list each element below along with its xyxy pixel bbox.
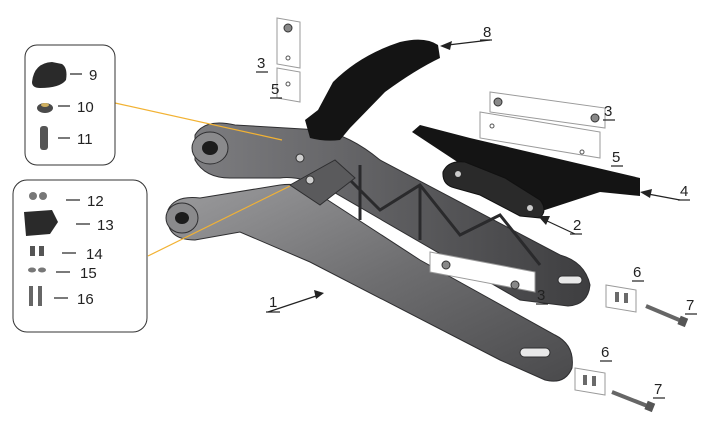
small-nut-icon bbox=[29, 192, 37, 200]
svg-text:9: 9 bbox=[89, 67, 97, 84]
washer-icon bbox=[28, 267, 36, 273]
callout-6-upper: 6 bbox=[632, 264, 644, 282]
callout-4: 4 bbox=[640, 183, 690, 201]
svg-text:12: 12 bbox=[87, 193, 104, 210]
svg-text:7: 7 bbox=[654, 381, 662, 398]
svg-text:6: 6 bbox=[601, 344, 609, 361]
upper-pivot-hole bbox=[202, 141, 218, 155]
fastener-plate-top-right bbox=[479, 91, 606, 159]
svg-text:11: 11 bbox=[77, 131, 93, 148]
axle-bolt-upper bbox=[645, 304, 689, 328]
callout-6-lower: 6 bbox=[600, 344, 612, 362]
leader-inset-bottom bbox=[147, 185, 291, 257]
lower-pivot-hole bbox=[175, 212, 189, 224]
svg-text:6: 6 bbox=[633, 264, 641, 281]
swingarm-frame bbox=[165, 122, 591, 382]
svg-text:4: 4 bbox=[680, 183, 688, 200]
pin-part-icon bbox=[40, 126, 48, 150]
mount-plate-part bbox=[442, 161, 545, 219]
callout-3-top-left: 3 bbox=[256, 55, 268, 73]
callout-3-mid: 3 bbox=[536, 287, 548, 305]
spacer-set-upper bbox=[605, 284, 637, 313]
svg-text:3: 3 bbox=[537, 287, 545, 304]
callout-2: 2 bbox=[538, 216, 582, 235]
inset-box-bottom: 12 13 14 15 16 bbox=[12, 179, 148, 333]
svg-text:14: 14 bbox=[86, 246, 103, 263]
svg-text:10: 10 bbox=[77, 99, 94, 116]
callout-7-lower: 7 bbox=[653, 381, 665, 399]
diagonal-brace bbox=[289, 159, 356, 206]
svg-text:8: 8 bbox=[483, 24, 491, 41]
fastener-plate-mid bbox=[429, 251, 536, 293]
spacer-icon bbox=[30, 246, 35, 256]
svg-text:3: 3 bbox=[604, 103, 612, 120]
callout-7-upper: 7 bbox=[685, 297, 697, 315]
svg-text:2: 2 bbox=[573, 217, 581, 234]
leader-inset-top bbox=[114, 102, 283, 141]
lower-axle-slot bbox=[519, 347, 551, 358]
frame-bolt bbox=[295, 153, 305, 163]
callout-5-top-left: 5 bbox=[270, 81, 282, 99]
upper-axle-slot bbox=[557, 275, 583, 285]
nut-part-icon bbox=[37, 103, 53, 113]
svg-text:15: 15 bbox=[80, 265, 97, 282]
svg-text:16: 16 bbox=[77, 291, 94, 308]
svg-text:3: 3 bbox=[257, 55, 265, 72]
callout-8: 8 bbox=[440, 24, 492, 50]
upper-bracket-part bbox=[305, 39, 440, 141]
plate-hole bbox=[527, 205, 533, 211]
inset-box-top: 9 10 11 bbox=[24, 44, 116, 166]
bolt-icon bbox=[29, 286, 33, 306]
svg-text:13: 13 bbox=[97, 217, 114, 234]
svg-text:1: 1 bbox=[269, 294, 277, 311]
svg-text:7: 7 bbox=[686, 297, 694, 314]
svg-text:5: 5 bbox=[271, 81, 279, 98]
frame-bolt bbox=[305, 175, 315, 185]
clip-block-icon bbox=[24, 210, 58, 236]
svg-text:5: 5 bbox=[612, 149, 620, 166]
lower-arm bbox=[167, 184, 573, 382]
callout-3-top-right: 3 bbox=[603, 103, 615, 121]
callout-5-right: 5 bbox=[611, 149, 623, 167]
axle-bolt-lower bbox=[611, 390, 656, 413]
chain-guard-part bbox=[412, 125, 640, 210]
plate-hole bbox=[455, 171, 461, 177]
cap-part-icon bbox=[32, 62, 67, 88]
truss-webbing bbox=[338, 165, 542, 266]
fastener-plate-top-left bbox=[276, 17, 301, 103]
spacer-set-lower bbox=[574, 367, 606, 396]
callout-1: 1 bbox=[266, 290, 324, 313]
